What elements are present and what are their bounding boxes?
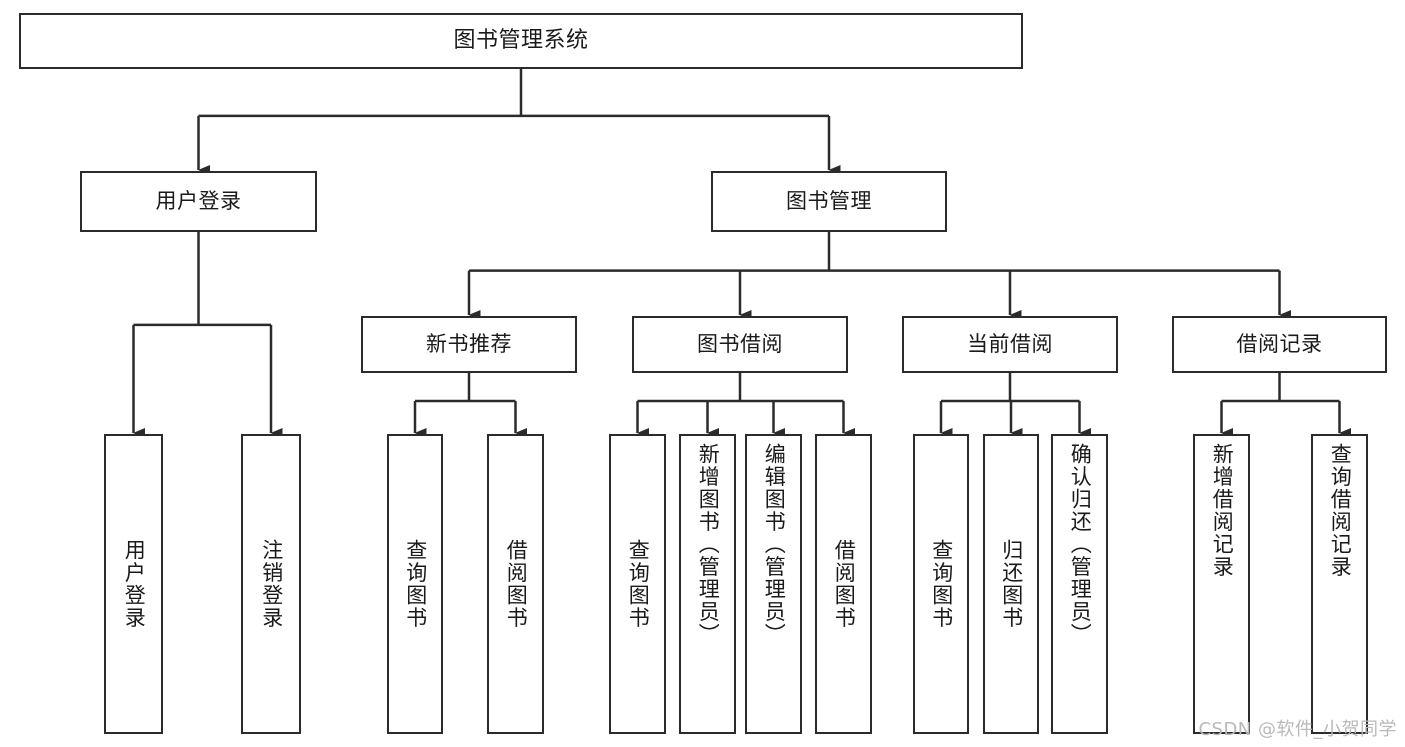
node-leaf7[interactable]: 编辑图书（管理员）	[745, 434, 802, 734]
node-leaf12[interactable]: 新增借阅记录	[1193, 434, 1250, 734]
node-label: 借阅图书	[504, 539, 529, 629]
node-leaf9[interactable]: 查询图书	[913, 434, 969, 734]
node-label: 注销登录	[259, 539, 284, 629]
node-current[interactable]: 当前借阅	[902, 316, 1118, 373]
node-leaf5[interactable]: 查询图书	[609, 434, 666, 734]
node-label: 查询借阅记录	[1328, 443, 1353, 578]
node-leaf2[interactable]: 注销登录	[241, 434, 301, 734]
node-leaf3[interactable]: 查询图书	[387, 434, 443, 734]
node-label: 查询图书	[403, 539, 428, 629]
node-leaf10[interactable]: 归还图书	[983, 434, 1039, 734]
node-label: 用户登录	[155, 189, 242, 214]
node-bookmgmt[interactable]: 图书管理	[711, 171, 947, 232]
node-label: 图书管理系统	[453, 28, 589, 54]
node-label: 新增借阅记录	[1210, 443, 1235, 578]
watermark: CSDN @软件_小贺同学	[1198, 719, 1397, 740]
node-label: 图书借阅	[697, 332, 783, 357]
node-leaf8[interactable]: 借阅图书	[815, 434, 872, 734]
node-leaf1[interactable]: 用户登录	[104, 434, 163, 734]
node-records[interactable]: 借阅记录	[1172, 316, 1387, 373]
node-newbook[interactable]: 新书推荐	[361, 316, 577, 373]
node-label: 编辑图书（管理员）	[762, 443, 787, 646]
node-label: 新书推荐	[426, 332, 512, 357]
node-leaf6[interactable]: 新增图书（管理员）	[679, 434, 736, 734]
node-login[interactable]: 用户登录	[80, 171, 317, 232]
node-label: 查询图书	[929, 539, 954, 629]
node-label: 借阅记录	[1236, 332, 1323, 357]
node-root[interactable]: 图书管理系统	[19, 13, 1023, 69]
node-leaf13[interactable]: 查询借阅记录	[1311, 434, 1368, 734]
node-label: 图书管理	[786, 189, 872, 214]
node-label: 归还图书	[999, 539, 1024, 629]
node-label: 新增图书（管理员）	[696, 443, 721, 646]
node-label: 用户登录	[122, 539, 147, 629]
node-leaf11[interactable]: 确认归还（管理员）	[1051, 434, 1108, 734]
node-label: 确认归还（管理员）	[1068, 443, 1093, 646]
node-leaf4[interactable]: 借阅图书	[487, 434, 544, 734]
node-borrow[interactable]: 图书借阅	[632, 316, 848, 373]
node-label: 当前借阅	[967, 332, 1053, 357]
node-label: 借阅图书	[832, 539, 857, 629]
node-label: 查询图书	[626, 539, 651, 629]
